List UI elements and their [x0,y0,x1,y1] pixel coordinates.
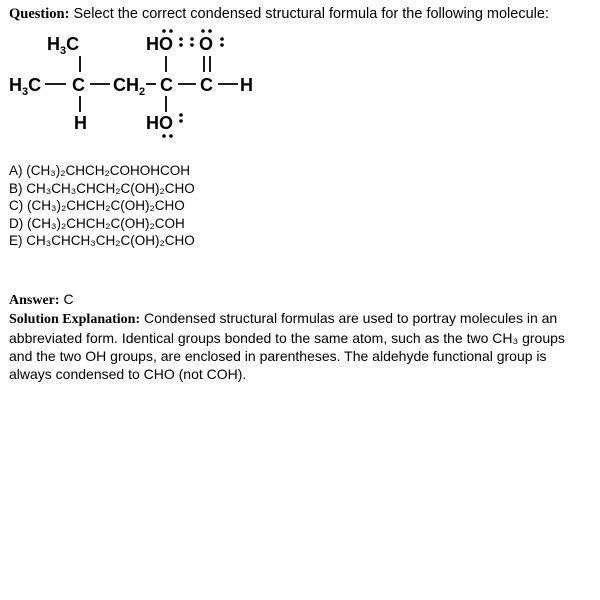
top-methyl-group: H3C [47,34,79,57]
svg-text:H3C: H3C [47,34,79,57]
choice-d[interactable]: D) (CH₃)₂CHCH₂C(OH)₂COH [9,215,195,233]
choice-e[interactable]: E) CH₃CHCH₃CH₂C(OH)₂CHO [9,232,195,250]
top-methyl-h: H [47,34,60,54]
choice-c[interactable]: C) (CH₃)₂CHCH₂C(OH)₂CHO [9,197,195,215]
answer-choices: A) (CH₃)₂CHCH₂COHOHCOH B) CH₃CH₃CHCH₂C(O… [9,162,195,250]
question-line: Question: Select the correct condensed s… [9,6,549,23]
choice-a[interactable]: A) (CH₃)₂CHCH₂COHOHCOH [9,162,195,180]
choice-b-letter: B) [9,180,23,196]
carbonyl-o-lone-pairs [190,29,224,47]
choice-b[interactable]: B) CH₃CH₃CHCH₂C(OH)₂CHO [9,180,195,198]
carbon-3: C [200,75,213,95]
answer-line: Answer: C [9,291,74,309]
answer-value: C [63,291,74,307]
carbon-2: C [160,75,173,95]
top-hydroxyl: HO [146,34,173,54]
choice-d-formula: (CH₃)₂CHCH₂C(OH)₂COH [27,215,185,231]
explanation-text: Condensed structural formulas are used t… [9,310,565,382]
solution-explanation: Solution Explanation: Condensed structur… [9,309,591,383]
top-methyl-c: C [66,34,79,54]
choice-c-formula: (CH₃)₂CHCH₂C(OH)₂CHO [27,198,185,213]
right-hydrogen: H [240,75,253,95]
choice-e-formula: CH₃CHCH₃CH₂C(OH)₂CHO [26,233,195,248]
left-methyl-group: H3C [9,75,41,98]
ch2-group: CH2 [113,75,145,98]
choice-e-letter: E) [9,233,23,248]
bottom-hydroxyl: HO [146,113,173,133]
choice-b-formula: CH₃CH₃CHCH₂C(OH)₂CHO [26,180,195,196]
explanation-label: Solution Explanation: [9,312,141,327]
svg-text:H3C: H3C [9,75,41,98]
bottom-hydrogen: H [74,113,87,133]
question-label: Question: [9,6,70,22]
answer-label: Answer: [9,293,60,308]
choice-d-letter: D) [9,215,24,231]
choice-c-letter: C) [9,198,24,213]
question-text: Select the correct condensed structural … [73,6,549,22]
top-ho-lone-pairs [162,29,183,47]
top-methyl-sub: 3 [60,45,66,57]
bottom-ho-lone-pairs [162,113,183,138]
choice-a-letter: A) [9,163,23,178]
choice-a-formula: (CH₃)₂CHCH₂COHOHCOH [26,163,190,178]
carbon-1: C [72,75,85,95]
structural-formula: H3C H3C C CH2 C C H H HO HO O [9,29,253,138]
carbonyl-oxygen: O [199,34,213,54]
